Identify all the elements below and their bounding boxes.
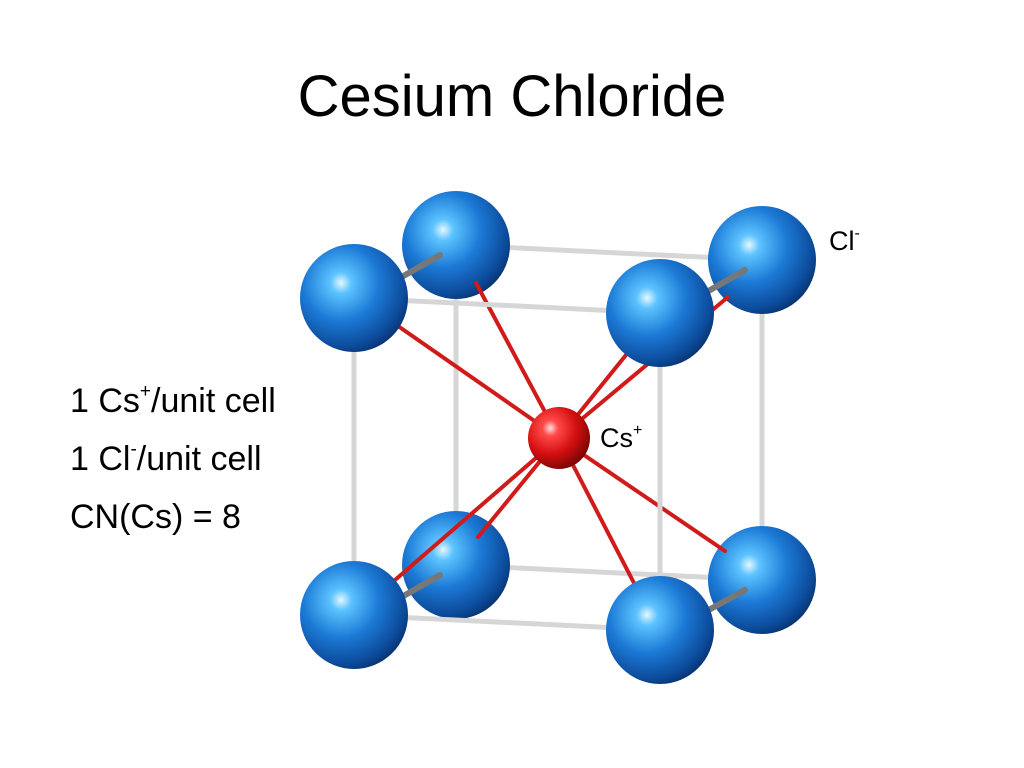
cl-ion-back-top-left bbox=[402, 191, 510, 299]
fact-cl-suffix: /unit cell bbox=[136, 440, 262, 478]
cs-ion-center bbox=[528, 407, 590, 469]
cl-ion-back-top-right bbox=[708, 206, 816, 314]
cube-edge-depth-br bbox=[702, 587, 748, 615]
cl-ion-front-top-right bbox=[606, 259, 714, 367]
cube-edge-depth-tl bbox=[397, 252, 443, 281]
cl-label-charge: - bbox=[854, 225, 860, 242]
bond-front-top-left bbox=[396, 324, 561, 440]
fact-cs-text: 1 Cs bbox=[70, 382, 140, 420]
cube-back-edges bbox=[453, 242, 765, 583]
bond-front-bottom-left bbox=[393, 436, 561, 582]
bond-back-bottom-right bbox=[557, 436, 727, 553]
cl-ion-front-bottom-right bbox=[606, 576, 714, 684]
cs-label-text: Cs bbox=[600, 423, 633, 453]
cube-depth-edges bbox=[397, 252, 748, 615]
fact-coordination-number: CN(Cs) = 8 bbox=[70, 488, 276, 546]
cs-ion-label: Cs+ bbox=[600, 422, 643, 454]
fact-cl-charge: - bbox=[130, 439, 137, 460]
cl-ion-front-top-left bbox=[300, 244, 408, 352]
cube-edge-depth-bl bbox=[397, 572, 443, 601]
cl-ion-front-bottom-left bbox=[300, 561, 408, 669]
cl-ion-back-bottom-left bbox=[402, 511, 510, 619]
fact-cl-text: 1 Cl bbox=[70, 440, 131, 478]
unit-cell-facts: 1 Cs+/unit cell 1 Cl-/unit cell CN(Cs) =… bbox=[70, 372, 276, 546]
cl-ion-label: Cl- bbox=[829, 225, 860, 257]
cs-label-charge: + bbox=[633, 422, 643, 439]
fact-cs-charge: + bbox=[139, 381, 152, 402]
fact-cl-per-cell: 1 Cl-/unit cell bbox=[70, 430, 276, 488]
fact-cs-suffix: /unit cell bbox=[151, 382, 276, 420]
page-title: Cesium Chloride bbox=[297, 64, 727, 129]
cl-label-text: Cl bbox=[829, 226, 855, 256]
fact-cn-text: CN(Cs) = 8 bbox=[70, 498, 241, 536]
fact-cs-per-cell: 1 Cs+/unit cell bbox=[70, 372, 276, 430]
cl-ion-back-bottom-right bbox=[708, 526, 816, 634]
cube-edge-depth-tr bbox=[702, 267, 748, 296]
